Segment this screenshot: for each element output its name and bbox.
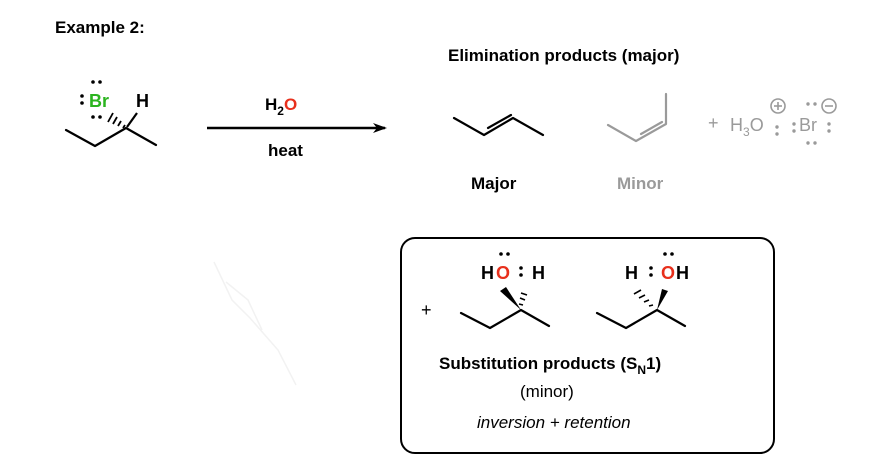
bond-to-h bbox=[126, 112, 138, 128]
left-alcohol-wedge bbox=[500, 287, 521, 310]
hydronium-lone-pair bbox=[775, 125, 779, 136]
faint-ghost-sketch bbox=[213, 261, 297, 386]
byproduct-plus: + bbox=[708, 113, 719, 133]
reagent-water: H2O bbox=[265, 95, 298, 118]
right-oxygen-lone-pairs bbox=[649, 252, 674, 277]
left-alcohol-h2: H bbox=[532, 263, 545, 283]
left-alcohol-hash bbox=[518, 292, 528, 306]
hashed-wedge-br bbox=[107, 112, 126, 129]
right-alcohol-h: H bbox=[625, 263, 638, 283]
bromine-lone-pairs bbox=[80, 80, 102, 119]
bromide-lone-pairs bbox=[792, 102, 831, 145]
hydronium-label: H3O bbox=[730, 115, 764, 139]
right-alcohol-wedge bbox=[657, 289, 668, 310]
bromide-label: Br bbox=[799, 115, 817, 135]
minor-product-label: Minor bbox=[617, 174, 664, 193]
bromide-charge bbox=[821, 98, 837, 114]
left-alcohol-o: O bbox=[496, 263, 511, 283]
substitution-title: Substitution products (SN1) bbox=[439, 354, 662, 377]
example-heading: Example 2: bbox=[55, 18, 145, 37]
major-product-label: Major bbox=[471, 174, 517, 193]
substitution-minor-note: (minor) bbox=[520, 382, 574, 401]
substitution-box bbox=[400, 237, 775, 454]
right-alcohol-h2: H bbox=[676, 263, 689, 283]
substitution-plus: + bbox=[421, 300, 432, 320]
reactant-hydrogen-label: H bbox=[136, 91, 149, 111]
left-alcohol-skeleton bbox=[459, 308, 551, 330]
stereo-note: inversion + retention bbox=[477, 413, 631, 432]
major-alkene-skeleton bbox=[452, 113, 545, 137]
reactant-bromine-label: Br bbox=[89, 91, 110, 111]
left-oxygen-lone-pairs bbox=[499, 252, 523, 277]
hydronium-charge bbox=[770, 98, 786, 114]
elimination-title: Elimination products (major) bbox=[448, 46, 680, 65]
right-alcohol-skeleton bbox=[595, 308, 687, 330]
left-alcohol-h: H bbox=[481, 263, 494, 283]
reactant-skeleton bbox=[64, 126, 158, 148]
condition-heat: heat bbox=[268, 141, 303, 160]
right-alcohol-o: O bbox=[661, 263, 676, 283]
right-alcohol-hash bbox=[633, 289, 654, 307]
minor-alkene-skeleton bbox=[606, 92, 668, 143]
